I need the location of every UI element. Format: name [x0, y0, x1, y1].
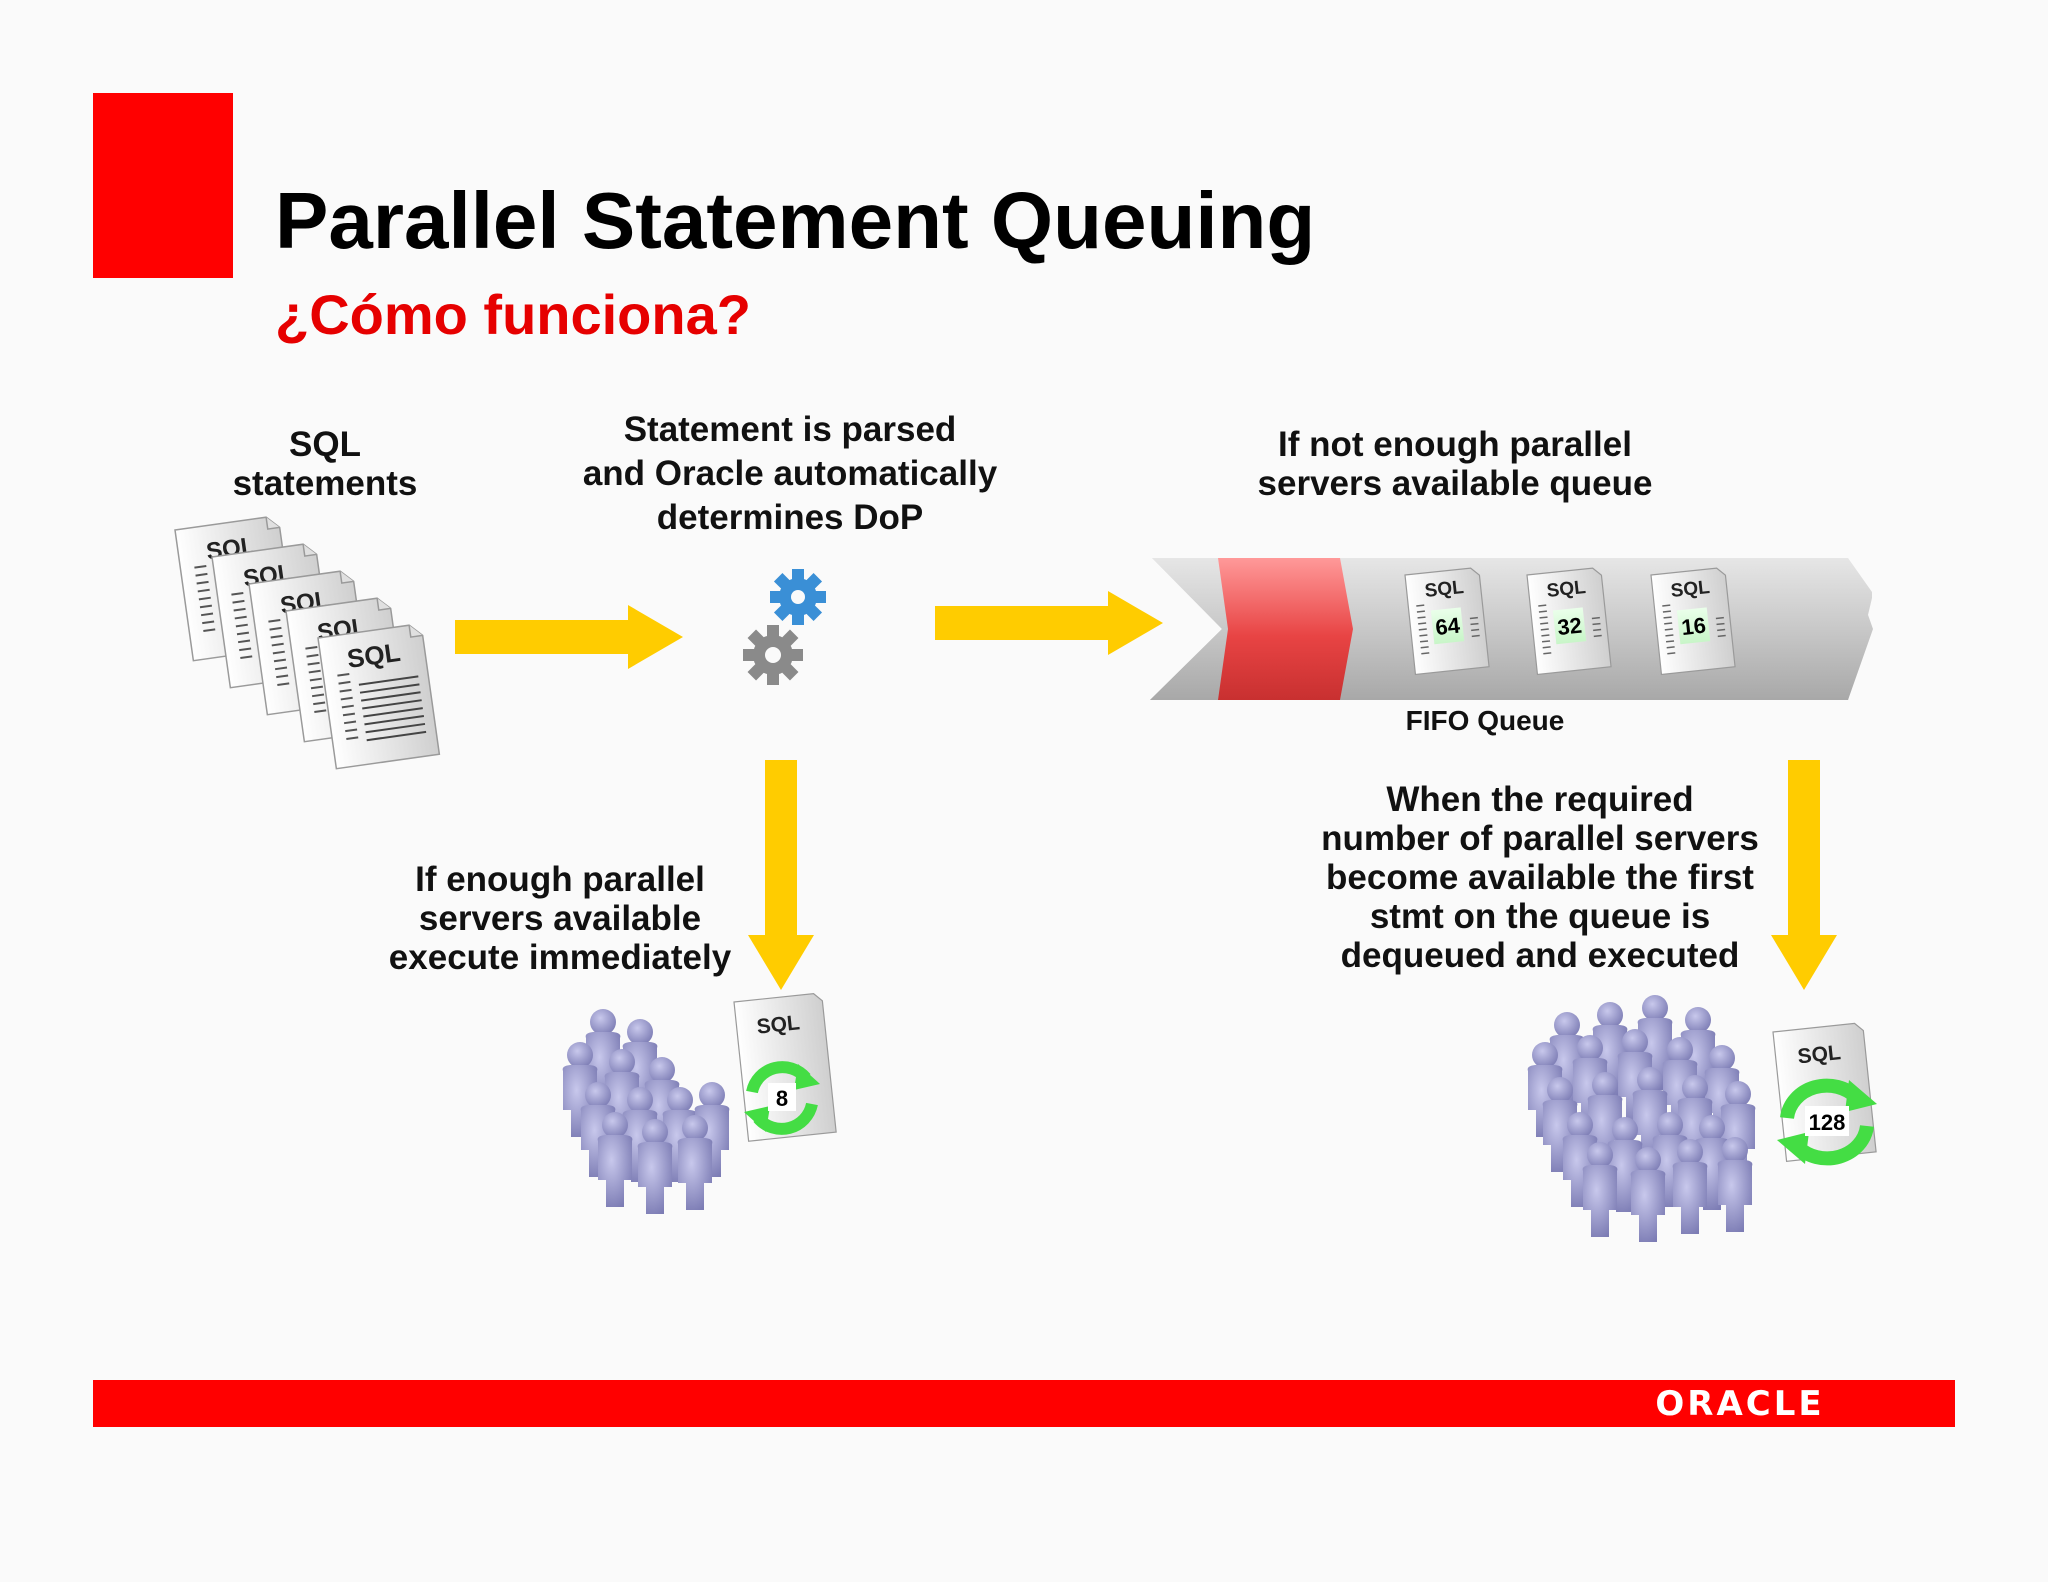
oracle-logo: ORACLE [1655, 1384, 1825, 1424]
arrow-right-icon [455, 605, 683, 669]
queued-sql-icon: SQL 32 [1526, 566, 1612, 676]
gears-icon [743, 569, 826, 685]
footer-bar [93, 1380, 1955, 1427]
slide-title: Parallel Statement Queuing [275, 176, 1316, 265]
fifo-queue-band [1150, 558, 1873, 700]
refresh-icon: 128 [1777, 1078, 1877, 1166]
sql-statements-label: SQL statements [232, 425, 418, 503]
parallel-servers-crowd-icon [1527, 995, 1756, 1242]
queue-step-label: If not enough parallel servers available… [1257, 425, 1653, 503]
queued-sql-icon: SQL 64 [1404, 566, 1490, 676]
executing-dop-label: 8 [776, 1086, 788, 1111]
sql-document-icon: SQL [317, 622, 441, 770]
fifo-queue-label: FIFO Queue [1405, 705, 1565, 736]
sql-statements-stack-icon: SQL SQL SQL SQL SQL [174, 514, 441, 770]
svg-text:SQL: SQL [1670, 577, 1711, 602]
arrow-down-icon [1771, 760, 1837, 990]
queue-active-segment [1218, 558, 1353, 700]
arrow-down-icon [748, 760, 814, 990]
svg-text:SQL: SQL [1546, 577, 1587, 602]
queued-sql-icon: SQL 16 [1650, 566, 1736, 676]
svg-text:SQL: SQL [756, 1011, 802, 1038]
dequeue-step-label: When the required number of parallel ser… [1321, 780, 1759, 975]
queued-dop-label: 32 [1556, 613, 1583, 640]
svg-text:SQL: SQL [1424, 577, 1465, 602]
queued-dop-label: 64 [1434, 613, 1462, 641]
queued-dop-label: 16 [1680, 613, 1707, 640]
brand-red-block [93, 93, 233, 278]
refresh-icon: 8 [744, 1061, 820, 1135]
execute-immediately-label: If enough parallel servers available exe… [388, 860, 732, 977]
parallel-servers-crowd-icon [562, 1009, 730, 1214]
executing-dop-label: 128 [1809, 1110, 1846, 1135]
svg-text:SQL: SQL [345, 637, 402, 674]
slide-subtitle: ¿Cómo funciona? [275, 283, 751, 346]
parse-step-label: Statement is parsed and Oracle automatic… [582, 410, 998, 537]
arrow-right-icon [935, 591, 1163, 655]
svg-text:SQL: SQL [1797, 1041, 1843, 1068]
